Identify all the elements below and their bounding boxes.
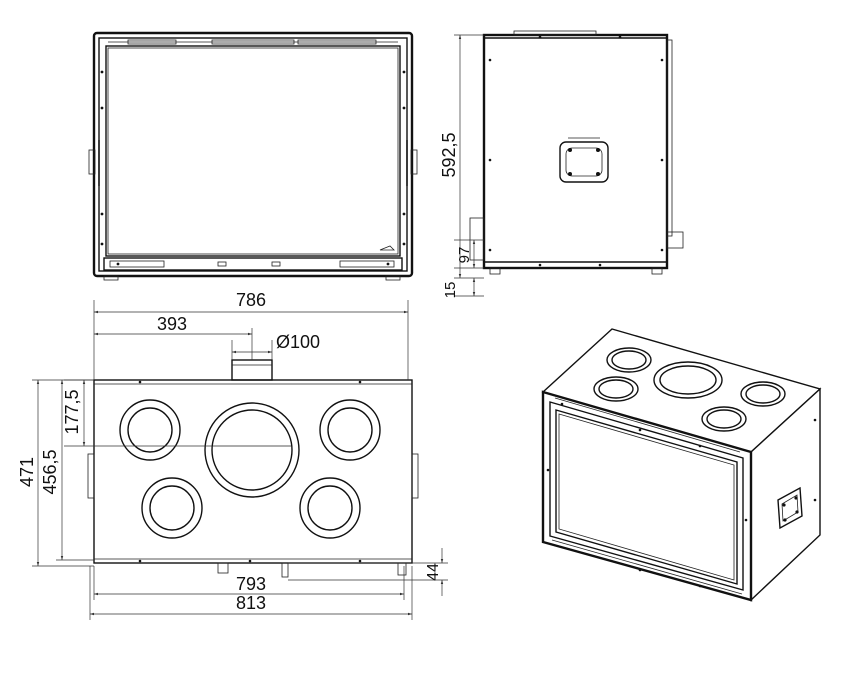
iso-port-back-right (740, 381, 786, 407)
dim-width-813: 813 (236, 593, 266, 613)
iso-port-center (653, 361, 723, 399)
dim-height-inner: 456,5 (40, 449, 60, 494)
dim-height-side: 592,5 (439, 132, 459, 177)
iso-port-back-left (606, 347, 652, 373)
port-top-left (119, 399, 181, 461)
iso-port-front-left (593, 376, 639, 402)
dim-half-width: 393 (157, 314, 187, 334)
dim-width-793: 793 (236, 574, 266, 594)
side-view: 592,5 97 15 (439, 30, 684, 299)
front-view (88, 31, 418, 281)
dim-base-height: 15 (442, 282, 459, 299)
port-top-right (319, 399, 381, 461)
dim-leg-height: 97 (456, 247, 473, 264)
dim-height-total: 471 (17, 457, 37, 487)
dim-flue-diameter: Ø100 (276, 332, 320, 352)
top-view: 786 393 Ø100 177,5 471 456,5 793 813 (17, 290, 448, 620)
dim-top-to-center: 177,5 (62, 389, 82, 434)
port-center (204, 402, 300, 498)
dim-width-outer-top: 786 (236, 290, 266, 310)
iso-port-front-right (701, 406, 747, 432)
dim-foot-offset: 44 (425, 563, 442, 581)
isometric-view (541, 328, 822, 602)
port-bottom-left (141, 477, 203, 539)
iso-side-handle (777, 486, 803, 530)
port-bottom-right (299, 477, 361, 539)
